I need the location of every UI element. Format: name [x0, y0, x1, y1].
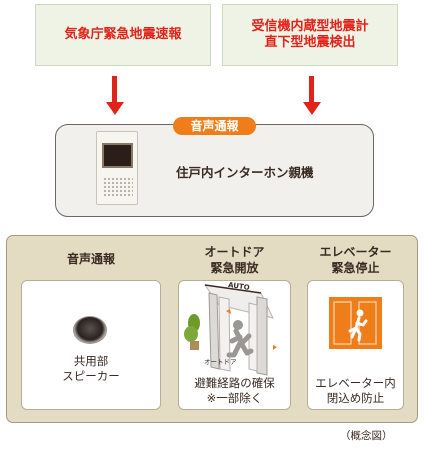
intercom-screen [102, 143, 133, 168]
door-header-line [204, 284, 262, 294]
door-side-label: オートドア [204, 358, 237, 366]
intercom-keypad [103, 177, 133, 197]
door-panel-left [208, 292, 220, 370]
card-speaker-line1: 共用部 [73, 354, 109, 368]
speaker-icon [73, 316, 107, 344]
runner-icon [226, 328, 254, 358]
exit-person-head [356, 309, 364, 317]
arrow-down-icon [106, 102, 124, 115]
plant-leaves [184, 326, 198, 342]
heading-announce: 音声通報 [21, 251, 161, 267]
exit-person-icon [348, 316, 368, 342]
elevator-exit-icon [329, 297, 382, 349]
arrow-shaft-left [112, 76, 117, 103]
card-speaker-line2: スピーカー [62, 368, 120, 383]
arrow-shaft-right [309, 76, 314, 103]
card-autodoor-line2: ※一部除く [206, 390, 263, 405]
card-elevator-line1: エレベーター内 [315, 376, 396, 390]
card-autodoor-text: 避難経路の確保 ※一部除く [178, 376, 291, 405]
voice-alert-badge: 音声通報 [173, 117, 256, 135]
door-panel-right [256, 296, 268, 376]
source-label-seismometer-1: 受信機内蔵型地震計 [251, 19, 369, 34]
concept-caption: （概念図） [340, 430, 393, 442]
card-speaker [21, 280, 161, 410]
heading-elevator: エレベーター 緊急停止 [302, 244, 409, 276]
heading-elevator-2: 緊急停止 [331, 261, 380, 275]
door-panel-right-glass [248, 302, 258, 372]
source-label-jma: 気象庁緊急地震速報 [64, 27, 182, 42]
runner-head [233, 320, 243, 330]
intercom-label: 住戸内インターホン親機 [176, 165, 314, 180]
open-arrow-left-icon [226, 309, 231, 314]
source-label-seismometer-2: 直下型地震検出 [264, 35, 356, 50]
source-box-seismometer: 受信機内蔵型地震計 直下型地震検出 [222, 4, 398, 66]
autodoor-illustration [184, 284, 277, 376]
card-elevator-line2: 閉込め防止 [326, 390, 385, 405]
plant-pot [190, 341, 199, 350]
heading-elevator-1: エレベーター [319, 245, 392, 259]
heading-announce-text: 音声通報 [66, 252, 115, 266]
card-autodoor-line1: 避難経路の確保 [194, 376, 275, 390]
door-panel-left-glass [218, 296, 231, 372]
elevator-door-left [333, 301, 352, 345]
source-box-jma-alert: 気象庁緊急地震速報 [35, 4, 211, 66]
open-arrow-right-icon [273, 345, 277, 350]
heading-autodoor-2: 緊急開放 [210, 261, 259, 275]
arrow-down-icon [303, 102, 321, 115]
heading-autodoor: オートドア 緊急開放 [178, 244, 291, 276]
card-speaker-text: 共用部 スピーカー [21, 354, 161, 383]
card-elevator-text: エレベーター内 閉込め防止 [307, 376, 404, 405]
heading-autodoor-1: オートドア [204, 245, 265, 259]
